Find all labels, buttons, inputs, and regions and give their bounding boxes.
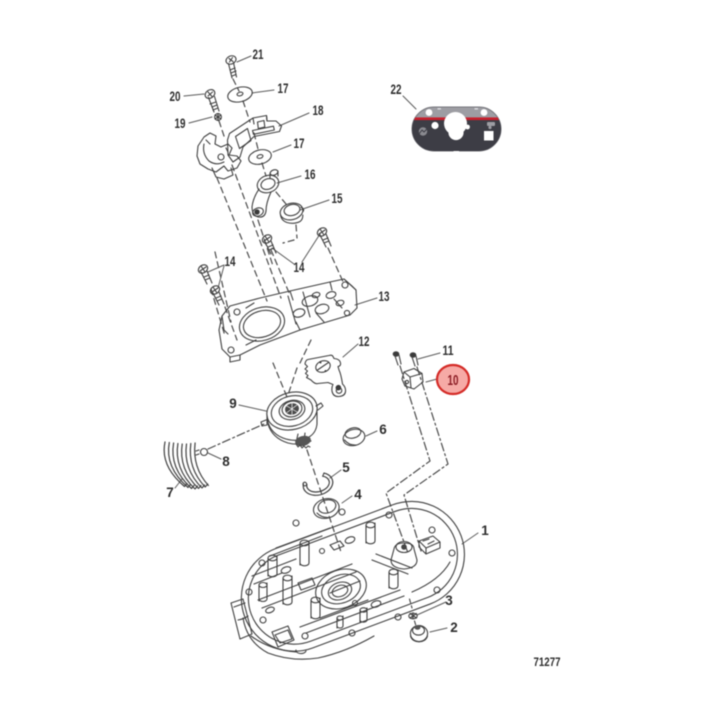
svg-text:21: 21 — [253, 47, 264, 62]
svg-text:11: 11 — [443, 343, 454, 358]
svg-text:16: 16 — [305, 167, 316, 182]
svg-text:14: 14 — [294, 260, 305, 275]
svg-text:10: 10 — [448, 372, 459, 389]
svg-text:19: 19 — [175, 116, 186, 131]
svg-text:71277: 71277 — [534, 655, 561, 669]
svg-text:6: 6 — [379, 422, 387, 437]
svg-text:18: 18 — [313, 103, 324, 118]
svg-text:15: 15 — [332, 191, 343, 206]
svg-text:7: 7 — [166, 485, 174, 500]
svg-text:12: 12 — [359, 334, 370, 349]
svg-text:22: 22 — [391, 82, 402, 97]
svg-text:17: 17 — [278, 81, 289, 96]
svg-text:13: 13 — [379, 289, 390, 304]
svg-text:2: 2 — [450, 620, 458, 635]
svg-text:20: 20 — [170, 89, 181, 104]
svg-text:8: 8 — [222, 454, 230, 469]
svg-text:1: 1 — [481, 523, 489, 538]
svg-text:3: 3 — [445, 593, 453, 608]
svg-text:9: 9 — [229, 396, 237, 411]
svg-text:4: 4 — [354, 487, 362, 502]
svg-text:5: 5 — [342, 460, 350, 475]
svg-text:14: 14 — [225, 254, 236, 269]
svg-text:17: 17 — [294, 136, 305, 151]
